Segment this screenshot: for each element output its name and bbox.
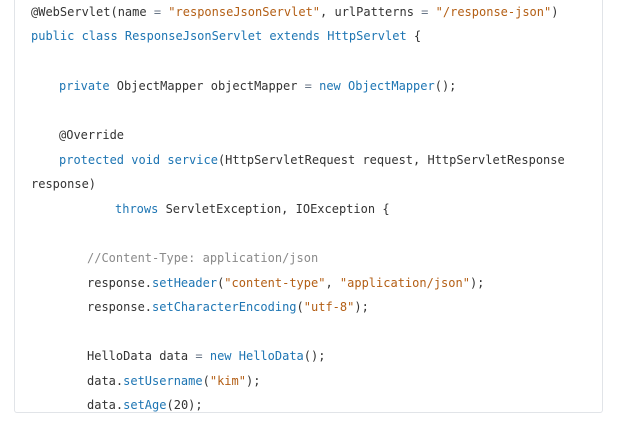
code-token: (	[296, 300, 304, 314]
code-line: response.setHeader("content-type", "appl…	[87, 275, 484, 291]
code-token: response.	[87, 276, 153, 290]
code-token: ObjectMapper objectMapper	[116, 79, 305, 93]
code-token: =	[421, 5, 429, 19]
code-token: ResponseJsonServlet	[124, 29, 270, 43]
code-token: //Content-Type: application/json	[87, 251, 319, 265]
code-token: response.	[87, 300, 153, 314]
code-token: "content-type"	[224, 276, 326, 290]
code-token: @WebServlet(name	[31, 5, 154, 19]
code-block: @WebServlet(name = "responseJsonServlet"…	[14, 0, 603, 413]
code-line: @WebServlet(name = "responseJsonServlet"…	[31, 4, 558, 20]
code-token: public class	[31, 29, 125, 43]
code-token: "application/json"	[339, 276, 470, 290]
code-token: 20	[173, 398, 189, 412]
code-line: public class ResponseJsonServlet extends…	[31, 28, 421, 44]
code-token: setAge	[123, 398, 167, 412]
code-token: HelloData	[238, 349, 304, 363]
code-token: , urlPatterns	[320, 5, 422, 19]
code-token: ObjectMapper	[348, 79, 435, 93]
code-line: data.setUsername("kim");	[87, 373, 260, 389]
code-token: );	[188, 398, 203, 412]
code-token: "utf-8"	[303, 300, 355, 314]
code-line: @Override	[59, 127, 124, 143]
code-token: (HttpServletRequest request, HttpServlet…	[217, 153, 565, 167]
code-line: HelloData data = new HelloData();	[87, 348, 325, 364]
code-token: );	[469, 276, 485, 290]
code-line: response)	[31, 176, 96, 192]
code-token: protected void	[59, 153, 168, 167]
code-line: data.setAge(20);	[87, 397, 203, 413]
code-token: response)	[31, 177, 97, 191]
code-token: "kim"	[209, 374, 246, 388]
code-token: ,	[325, 276, 340, 290]
code-token: setUsername	[123, 374, 203, 388]
code-token	[203, 349, 210, 363]
code-token: =	[153, 5, 162, 19]
code-token: (	[217, 276, 225, 290]
code-token: extends	[269, 29, 328, 43]
code-token: data.	[87, 374, 124, 388]
code-token: HelloData data	[87, 349, 196, 363]
code-token: "/response-json"	[435, 5, 552, 19]
code-token: ();	[303, 349, 326, 363]
code-token: @Override	[59, 128, 125, 142]
code-line: private ObjectMapper objectMapper = new …	[59, 78, 456, 94]
code-line: throws ServletException, IOException {	[115, 201, 390, 217]
code-token: new	[319, 79, 349, 93]
code-token: throws	[115, 202, 166, 216]
code-token: );	[354, 300, 369, 314]
code-token: (	[166, 398, 174, 412]
code-token: setCharacterEncoding	[152, 300, 297, 314]
code-token: =	[304, 79, 312, 93]
code-token: HttpServlet	[327, 29, 414, 43]
code-token: new	[209, 349, 239, 363]
code-token	[428, 5, 435, 19]
code-token: )	[551, 5, 559, 19]
code-token: ServletException, IOException {	[165, 202, 390, 216]
code-token: service	[167, 153, 218, 167]
code-line: response.setCharacterEncoding("utf-8");	[87, 299, 369, 315]
code-token: "responseJsonServlet"	[168, 5, 321, 19]
code-token: ();	[434, 79, 457, 93]
code-token: (	[202, 374, 210, 388]
code-token: =	[195, 349, 203, 363]
code-token: {	[413, 29, 422, 43]
code-token: setHeader	[152, 276, 218, 290]
code-line: //Content-Type: application/json	[87, 250, 318, 266]
code-line: protected void service(HttpServletReques…	[59, 152, 565, 168]
code-token: data.	[87, 398, 124, 412]
code-token: private	[59, 79, 117, 93]
code-token: );	[245, 374, 261, 388]
